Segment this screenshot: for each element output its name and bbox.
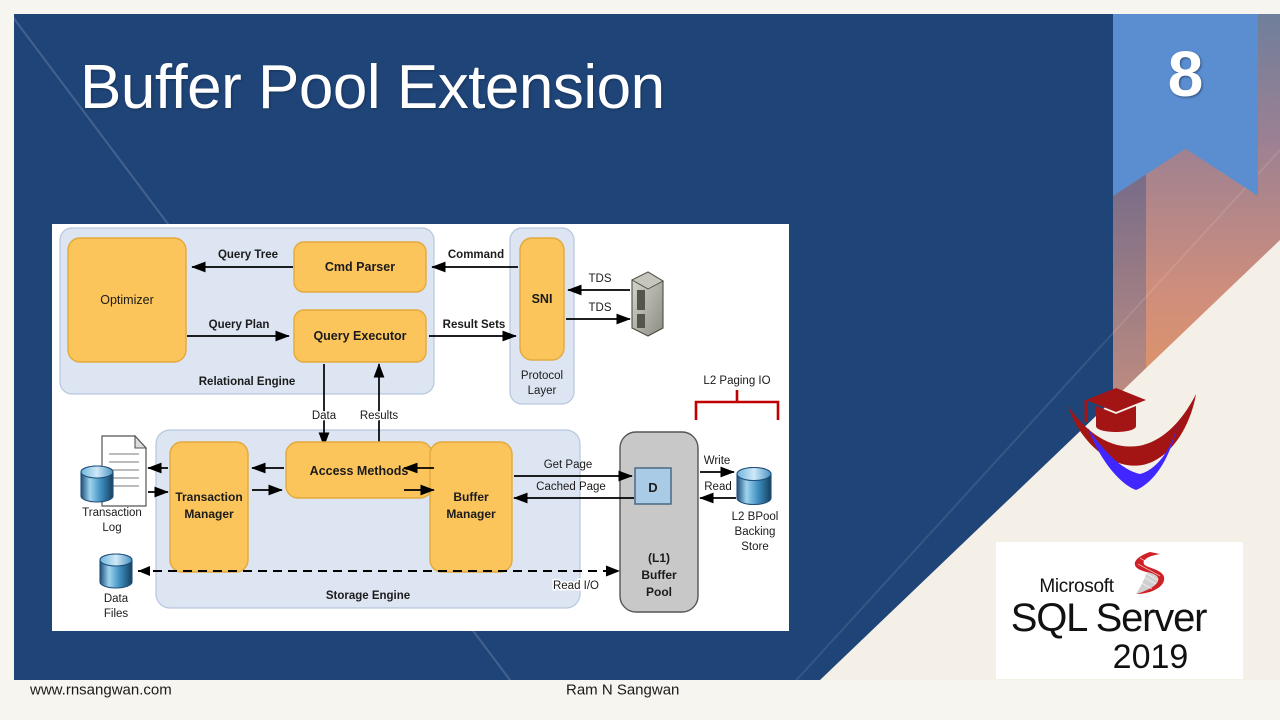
buffer-manager-box bbox=[429, 441, 513, 573]
l1-buffer-pool-label-line2: Buffer bbox=[641, 568, 677, 582]
transaction-log-label-line1: Transaction bbox=[82, 507, 142, 519]
sql-logo-year: 2019 bbox=[1112, 637, 1189, 676]
get-page-label: Get Page bbox=[544, 459, 593, 471]
sql-logo-microsoft: Microsoft bbox=[1039, 575, 1114, 597]
read-io-arrowhead-right bbox=[606, 565, 620, 577]
data-files-label-line1: Data bbox=[104, 593, 129, 605]
footer-website: www.rnsangwan.com bbox=[30, 681, 172, 699]
write-label: Write bbox=[704, 455, 731, 467]
optimizer-label: Optimizer bbox=[100, 293, 153, 307]
cmd-parser-box bbox=[293, 241, 427, 293]
tds-in-label: TDS bbox=[589, 273, 612, 285]
buffer-manager-label-line1: Buffer bbox=[453, 490, 489, 504]
tds-out-label: TDS bbox=[589, 302, 612, 314]
architecture-diagram: Optimizer Cmd Parser Query Executor Rela… bbox=[52, 224, 789, 631]
buffer-page-d-box bbox=[634, 467, 672, 505]
transaction-manager-label-line1: Transaction bbox=[175, 490, 242, 504]
query-plan-label: Query Plan bbox=[209, 319, 270, 331]
sni-box bbox=[519, 237, 565, 361]
data-label: Data bbox=[312, 410, 337, 422]
data-files-label-line2: Files bbox=[104, 608, 129, 620]
read-label: Read bbox=[704, 481, 732, 493]
sql-logo-product: SQL Server bbox=[1010, 595, 1208, 640]
relational-engine-label: Relational Engine bbox=[199, 376, 296, 388]
query-tree-label: Query Tree bbox=[218, 249, 278, 261]
sql-server-logo: Microsoft SQL Server 2019 bbox=[996, 542, 1243, 679]
footer-author: Ram N Sangwan bbox=[566, 681, 680, 699]
storage-engine-label: Storage Engine bbox=[326, 590, 410, 602]
access-methods-label: Access Methods bbox=[310, 464, 409, 478]
sql-server-mark-icon bbox=[1134, 551, 1164, 594]
l2-paging-io-bracket bbox=[694, 390, 780, 420]
query-executor-label: Query Executor bbox=[313, 329, 406, 343]
architecture-diagram-svg: Optimizer Cmd Parser Query Executor Rela… bbox=[59, 227, 780, 620]
education-logo bbox=[1068, 388, 1196, 490]
l1-buffer-pool-label-line3: Pool bbox=[646, 585, 672, 599]
slide-footer bbox=[0, 680, 1280, 720]
l1-buffer-pool-label-line1: (L1) bbox=[648, 551, 670, 565]
l2-bpool-label-line1: L2 BPool bbox=[732, 511, 779, 523]
slide-number: 8 bbox=[1167, 38, 1204, 110]
cmd-parser-label: Cmd Parser bbox=[325, 260, 395, 274]
read-io-arrowhead-left bbox=[138, 566, 150, 576]
graduation-cap-icon bbox=[1084, 388, 1146, 432]
sni-label: SNI bbox=[532, 292, 553, 306]
logo-blue-check bbox=[1088, 422, 1178, 490]
results-label: Results bbox=[360, 410, 399, 422]
page-title: Buffer Pool Extension bbox=[80, 53, 665, 122]
l2-bpool-label-line2: Backing bbox=[735, 526, 776, 538]
client-server-icon bbox=[631, 271, 664, 337]
transaction-manager-box bbox=[169, 441, 249, 573]
optimizer-box bbox=[67, 237, 187, 363]
l2-paging-io-label: L2 Paging IO bbox=[703, 375, 770, 387]
cached-page-label: Cached Page bbox=[536, 481, 606, 493]
buffer-manager-label-line2: Manager bbox=[446, 507, 496, 521]
transaction-log-icon bbox=[80, 434, 148, 507]
protocol-layer-label-line2: Layer bbox=[528, 385, 557, 397]
transaction-log-label-line2: Log bbox=[102, 522, 121, 534]
l2-bpool-label-line3: Store bbox=[741, 541, 769, 553]
buffer-page-d-label: D bbox=[648, 480, 657, 495]
l2-bpool-backing-store-icon bbox=[736, 466, 772, 506]
read-io-label: Read I/O bbox=[553, 580, 599, 592]
transaction-manager-label-line2: Manager bbox=[184, 507, 234, 521]
result-sets-label: Result Sets bbox=[443, 319, 506, 331]
protocol-layer-label-line1: Protocol bbox=[521, 370, 563, 382]
data-files-icon bbox=[99, 553, 133, 589]
query-executor-box bbox=[293, 309, 427, 363]
command-label: Command bbox=[448, 249, 504, 261]
